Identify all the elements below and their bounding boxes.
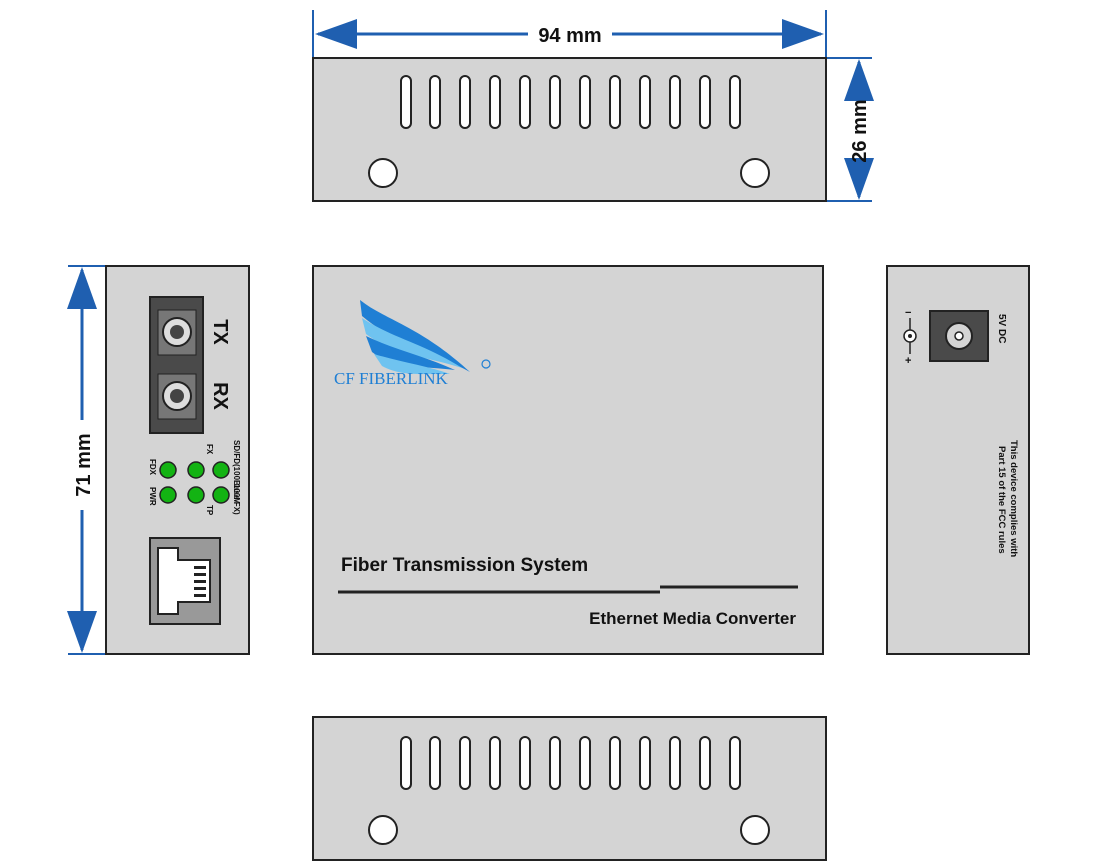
led-sd: [212, 461, 230, 479]
power-label: 5V DC: [996, 314, 1007, 343]
width-dimension: 94 mm: [312, 10, 827, 58]
vent-slot: [699, 736, 711, 790]
vent-slot: [669, 75, 681, 129]
brand-logo-text: CF FIBERLINK: [334, 369, 449, 388]
vent-slot: [729, 75, 741, 129]
led-fdx: [159, 461, 177, 479]
vent-slot: [400, 736, 412, 790]
mount-hole: [740, 815, 770, 845]
vent-slot: [459, 75, 471, 129]
dc-jack: [929, 310, 989, 362]
mount-hole: [740, 158, 770, 188]
led-label-pwr: PWR: [148, 487, 157, 506]
vent-slot: [429, 75, 441, 129]
vent-slot: [549, 736, 561, 790]
depth-dimension: 71 mm: [67, 265, 106, 655]
vent-slot: [519, 736, 531, 790]
vent-slot: [669, 736, 681, 790]
product-line: Fiber Transmission System: [341, 555, 588, 576]
vent-slot: [489, 75, 501, 129]
vent-slot: [519, 75, 531, 129]
vent-slot: [489, 736, 501, 790]
led-label-sd: SD/FD(100Base-FX): [232, 440, 241, 515]
mount-hole: [368, 158, 398, 188]
side-view-bottom: [312, 716, 827, 861]
svg-text:+: +: [905, 355, 911, 367]
side-view-top: [312, 57, 827, 202]
height-dimension: 26 mm: [826, 57, 874, 202]
rj45-pins: [194, 566, 206, 597]
vent-slot: [429, 736, 441, 790]
vent-slot: [729, 736, 741, 790]
led-label-fx: FX: [205, 444, 214, 455]
vent-slot: [639, 75, 651, 129]
rear-panel: − + 5V DC This device complies with Part…: [886, 265, 1030, 655]
led-tp: [187, 486, 205, 504]
polarity-icon: − +: [903, 307, 917, 367]
vent-slot: [609, 75, 621, 129]
led-label-100m: 100M: [232, 484, 241, 504]
led-label-fdx: FDX: [148, 459, 157, 476]
vent-slot: [579, 75, 591, 129]
vent-slots: [400, 75, 741, 129]
depth-label: 71 mm: [73, 433, 95, 496]
vent-slot: [400, 75, 412, 129]
wing-logo-icon: [360, 300, 491, 375]
front-panel: TX RX SD/FD(100Base-FX) 100M FX TP FDX P…: [105, 265, 250, 655]
tx-label: TX: [209, 319, 231, 345]
vent-slots: [400, 736, 741, 790]
rx-label: RX: [209, 382, 231, 410]
led-fx: [187, 461, 205, 479]
top-panel: CF FIBERLINK Fiber Transmission System E…: [312, 265, 824, 655]
vent-slot: [609, 736, 621, 790]
led-label-tp: TP: [205, 505, 214, 516]
mount-hole: [368, 815, 398, 845]
height-label: 26 mm: [849, 99, 871, 162]
product-name: Ethernet Media Converter: [589, 609, 796, 628]
svg-text:−: −: [905, 307, 911, 319]
vent-slot: [459, 736, 471, 790]
vent-slot: [549, 75, 561, 129]
vent-slot: [579, 736, 591, 790]
width-label: 94 mm: [538, 25, 601, 47]
led-pwr: [159, 486, 177, 504]
compliance-line1: This device complies with: [1008, 440, 1019, 557]
led-100m: [212, 486, 230, 504]
vent-slot: [639, 736, 651, 790]
compliance-line2: Part 15 of the FCC rules: [996, 446, 1007, 554]
vent-slot: [699, 75, 711, 129]
